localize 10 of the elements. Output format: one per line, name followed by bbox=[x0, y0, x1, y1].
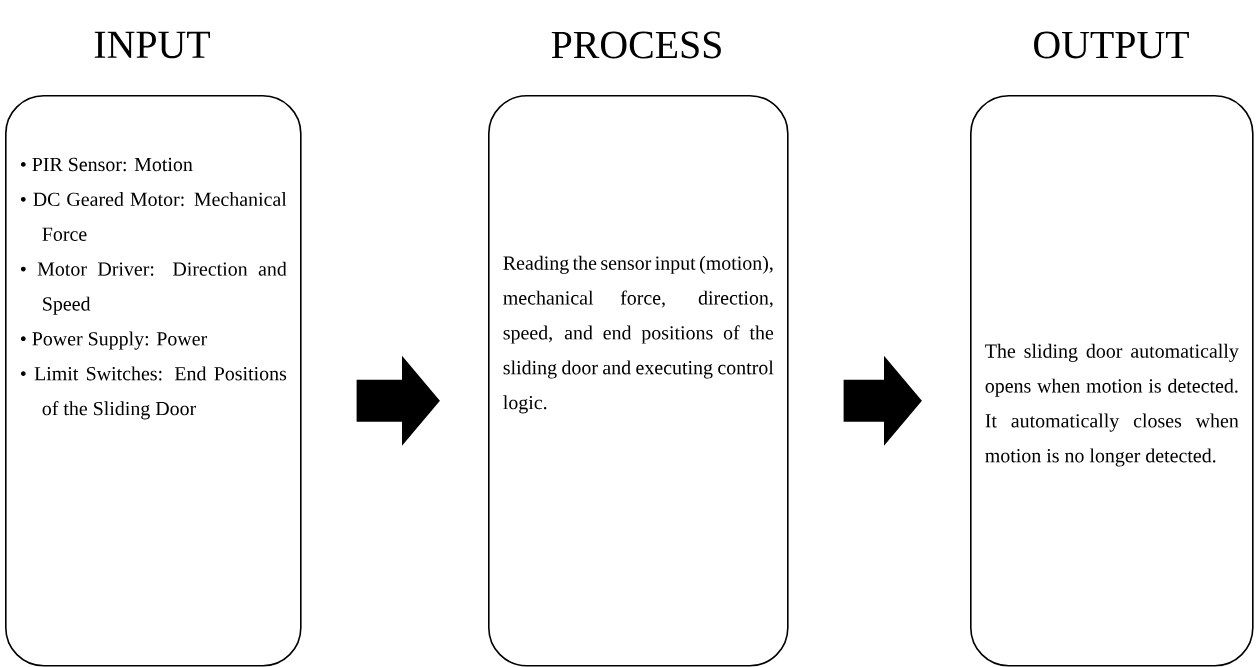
heading: OUTPUT bbox=[1034, 31, 1189, 59]
bullet-item: • PIR Sensor: Motion bbox=[20, 157, 193, 172]
body-text: Reading the sensor input (motion), mechanical force, direction, speed, and end positions of the sliding door and executing control logic. bbox=[503, 255, 774, 414]
bullet-item: • Limit Switches: End Positions of the Sliding Door bbox=[20, 366, 287, 420]
bullet-item: • DC Geared Motor: Mechanical Force bbox=[20, 192, 287, 241]
body-text: The sliding door automatically opens when motion is detected. It automatically closes when motion is no longer detected. bbox=[985, 343, 1239, 467]
heading: PROCESS bbox=[551, 31, 721, 59]
bullet-item: • Power Supply: Power bbox=[20, 331, 207, 350]
bullet-item: • Motor Driver: Direction and Speed bbox=[20, 261, 287, 315]
heading: INPUT bbox=[94, 31, 210, 59]
